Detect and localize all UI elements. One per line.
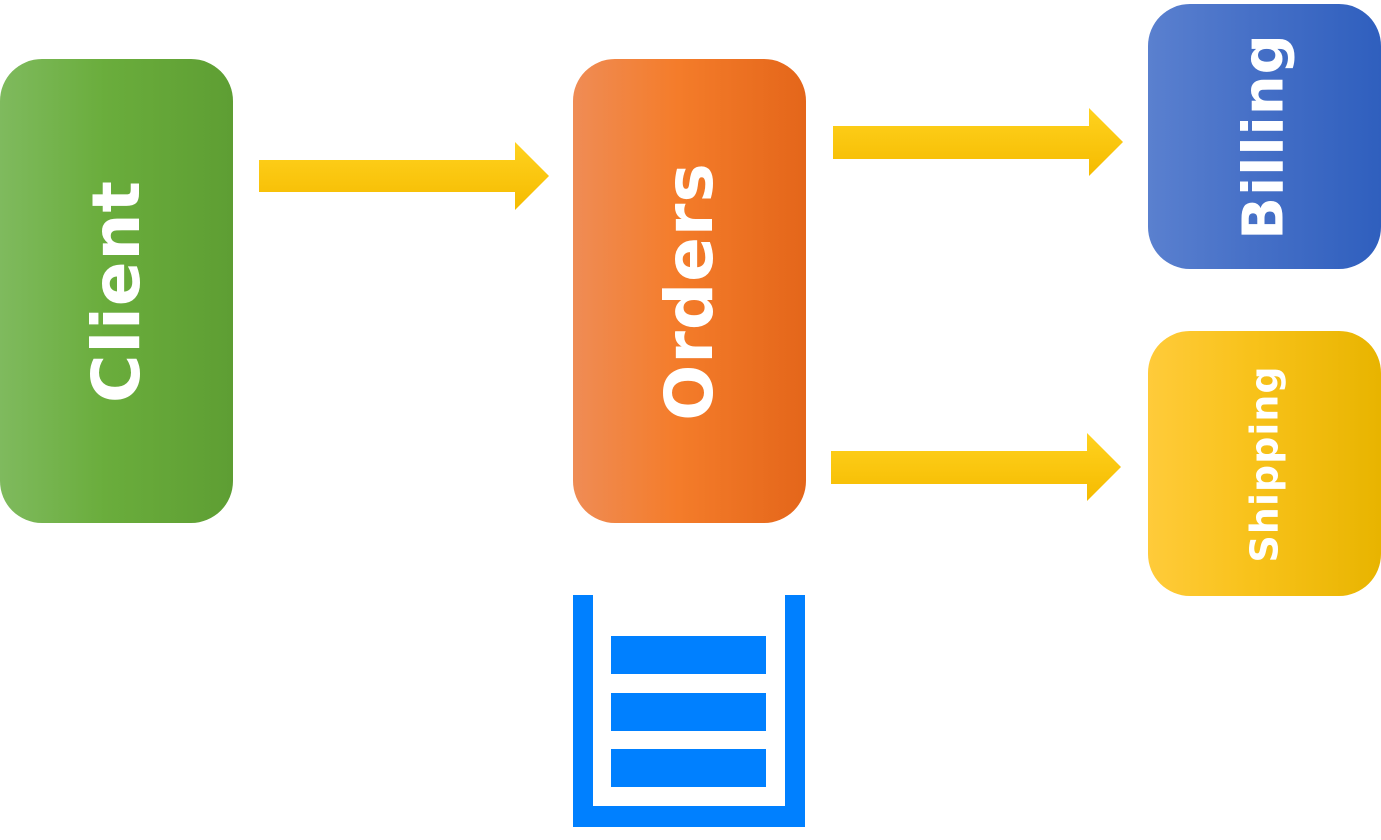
queue-icon-item: [611, 693, 766, 731]
orders-node: Orders: [573, 59, 806, 523]
client-node-label: Client: [77, 179, 155, 403]
queue-icon: [573, 595, 805, 827]
arrow-orders-to-billing: [833, 108, 1123, 176]
billing-node-label: Billing: [1231, 33, 1297, 240]
orders-node-label: Orders: [651, 161, 728, 421]
billing-node: Billing: [1148, 4, 1381, 269]
arrow-client-to-orders: [259, 142, 549, 210]
shipping-node: Shipping: [1148, 331, 1381, 596]
queue-icon-item: [611, 749, 766, 787]
client-node: Client: [0, 59, 233, 523]
arrow-orders-to-shipping: [831, 433, 1121, 501]
queue-icon-item: [611, 636, 766, 674]
shipping-node-label: Shipping: [1242, 364, 1287, 563]
